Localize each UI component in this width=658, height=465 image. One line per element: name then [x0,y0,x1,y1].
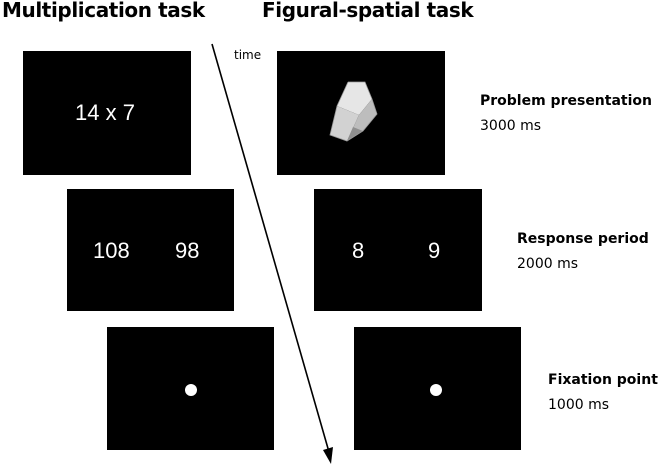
phase-label-problem: Problem presentation [480,93,652,109]
multiplication-task-title: Multiplication task [2,0,205,22]
figural-option-right: 9 [428,238,441,263]
3d-shape-figure [329,81,378,142]
multiplication-problem-text: 14 x 7 [75,100,135,125]
time-label: time [234,48,262,62]
figural-problem-screen [277,51,445,175]
phase-duration-fixation: 1000 ms [548,397,610,413]
phase-duration-problem: 3000 ms [480,118,542,134]
phase-label-response: Response period [517,231,649,247]
multiplication-response-screen: 108 98 [67,189,234,311]
multiplication-option-right: 98 [175,238,200,263]
figural-option-left: 8 [352,238,365,263]
figural-response-screen: 8 9 [314,189,482,311]
fixation-dot [185,384,197,396]
multiplication-fixation-screen [107,327,274,450]
multiplication-option-left: 108 [93,238,130,263]
figural-fixation-screen [354,327,521,450]
phase-duration-response: 2000 ms [517,256,579,272]
fixation-dot [430,384,442,396]
phase-label-fixation: Fixation point [548,372,658,388]
multiplication-problem-screen: 14 x 7 [23,51,191,175]
figural-spatial-task-title: Figural-spatial task [262,0,474,22]
